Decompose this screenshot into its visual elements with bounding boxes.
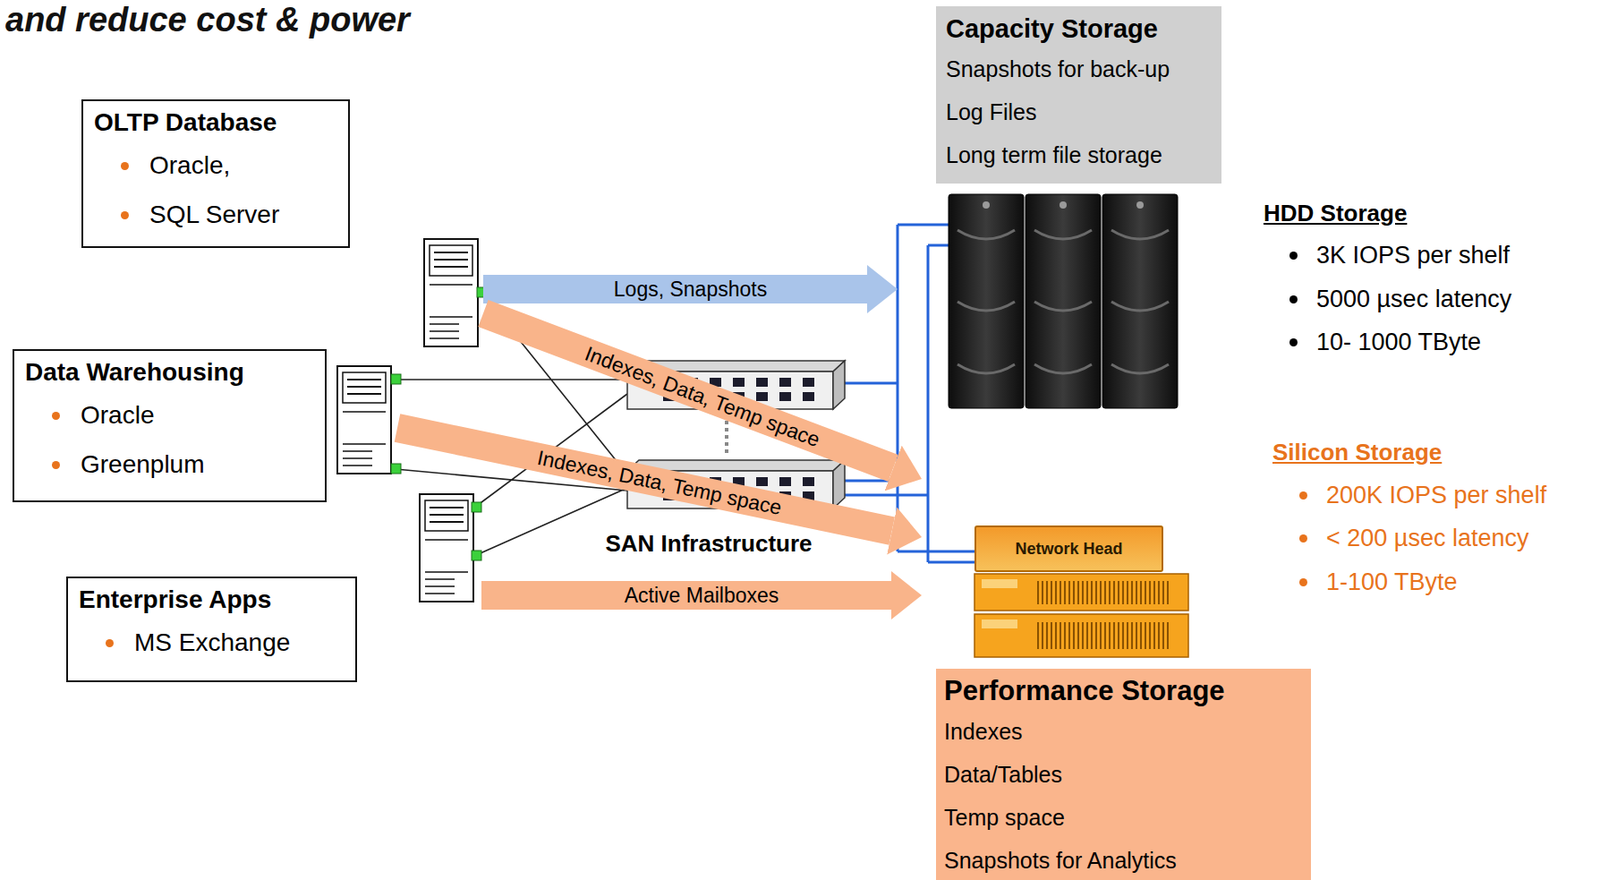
storage-tier: Capacity StorageSnapshots for back-upLog… bbox=[897, 6, 1222, 409]
list-item: SQL Server bbox=[93, 189, 336, 239]
label-holder: 1-100 TByte bbox=[1293, 567, 1458, 596]
rack-door-trim bbox=[957, 229, 1169, 374]
shelf-grille bbox=[1037, 580, 1172, 605]
box-heading: Data Warehousing bbox=[25, 354, 313, 391]
list-item: Oracle, bbox=[93, 140, 336, 190]
application-box: Enterprise AppsMS Exchange bbox=[66, 576, 358, 682]
application-group: Data WarehousingOracleGreenplum bbox=[12, 348, 398, 503]
spec-item: < 200 µsec latency bbox=[1293, 523, 1529, 553]
server-icon bbox=[337, 365, 392, 474]
port bbox=[471, 502, 482, 512]
performance-panel: Performance StorageIndexesData/TablesTem… bbox=[936, 668, 1311, 880]
box-heading: Network Head bbox=[1014, 539, 1123, 559]
flow-arrow bbox=[483, 274, 868, 304]
rack-cabinet bbox=[948, 194, 1024, 409]
server-icon bbox=[419, 493, 474, 602]
storage-shelf bbox=[974, 613, 1189, 657]
list-item: Snapshots for Analytics bbox=[944, 838, 1299, 880]
arrow-label: Active Mailboxes bbox=[624, 583, 780, 607]
label-holder: 3K IOPS per shelf bbox=[1284, 240, 1510, 270]
flow-arrow bbox=[481, 580, 892, 610]
box-heading: Capacity Storage bbox=[945, 9, 1209, 48]
storage-heading: Silicon Storage bbox=[1272, 437, 1442, 467]
arrow-label-holder: Logs, Snapshots bbox=[613, 277, 767, 301]
list-item: Snapshots for back-up bbox=[945, 47, 1209, 91]
rack-badge bbox=[982, 201, 990, 209]
storage-heading: HDD Storage bbox=[1263, 198, 1407, 228]
rack-badge bbox=[1136, 201, 1144, 209]
shelf-plate bbox=[981, 619, 1018, 629]
title-holder: and reduce cost & power bbox=[5, 0, 410, 40]
network-head-box: Network Head bbox=[974, 525, 1164, 572]
label-holder: 10- 1000 TByte bbox=[1284, 327, 1481, 357]
list-item: Oracle bbox=[25, 390, 313, 440]
capacity-panel: Capacity StorageSnapshots for back-upLog… bbox=[936, 6, 1222, 184]
box-heading: Performance Storage bbox=[944, 672, 1299, 710]
list-item: Log Files bbox=[945, 90, 1209, 134]
application-group: Enterprise AppsMS Exchange bbox=[66, 493, 482, 682]
hdd-rack bbox=[948, 194, 1178, 409]
rack-cabinet bbox=[1025, 194, 1101, 409]
label-holder: 200K IOPS per shelf bbox=[1293, 480, 1547, 510]
rack-badge bbox=[1059, 201, 1067, 209]
port bbox=[391, 463, 401, 474]
arrow-label-holder: Indexes, Data, Temp space bbox=[581, 340, 824, 452]
shelf-grille bbox=[1037, 621, 1172, 649]
label-holder: 5000 µsec latency bbox=[1284, 284, 1512, 314]
application-box: OLTP DatabaseOracle,SQL Server bbox=[81, 99, 350, 248]
list-item: Greenplum bbox=[25, 439, 313, 489]
port bbox=[391, 374, 401, 384]
label-holder: < 200 µsec latency bbox=[1293, 523, 1529, 553]
spec-item: 1-100 TByte bbox=[1293, 567, 1458, 596]
label-holder: HDD Storage bbox=[1263, 198, 1407, 228]
arrow-label: Indexes, Data, Temp space bbox=[581, 340, 824, 452]
port bbox=[471, 550, 482, 561]
arrow-label: Indexes, Data, Temp space bbox=[535, 445, 784, 520]
list-item: MS Exchange bbox=[78, 617, 343, 667]
list-item: Indexes bbox=[944, 709, 1299, 753]
application-group: OLTP DatabaseOracle,SQL Server bbox=[81, 99, 484, 348]
shelf-body bbox=[974, 613, 1189, 657]
arrow-label-holder: Indexes, Data, Temp space bbox=[535, 445, 784, 520]
list-item: Temp space bbox=[944, 795, 1299, 839]
spec-item: 5000 µsec latency bbox=[1284, 284, 1512, 314]
box-heading: OLTP Database bbox=[93, 104, 336, 141]
slide-title: and reduce cost & power bbox=[5, 0, 410, 40]
arrow-label: Logs, Snapshots bbox=[613, 277, 767, 301]
shelf-body bbox=[974, 573, 1189, 611]
arrow-label-holder: Active Mailboxes bbox=[624, 583, 780, 607]
infrastructure-label: SAN Infrastructure bbox=[604, 528, 812, 558]
rack-cabinet bbox=[1102, 194, 1178, 409]
spec-item: 10- 1000 TByte bbox=[1284, 327, 1481, 357]
shelf-plate bbox=[981, 578, 1018, 588]
list-item: Data/Tables bbox=[944, 752, 1299, 796]
application-box: Data WarehousingOracleGreenplum bbox=[12, 348, 327, 503]
label-holder: Silicon Storage bbox=[1272, 437, 1442, 467]
label-holder: SAN Infrastructure bbox=[604, 528, 812, 558]
spec-item: 3K IOPS per shelf bbox=[1284, 240, 1510, 270]
server-icon bbox=[424, 238, 478, 347]
box-heading: Enterprise Apps bbox=[78, 581, 343, 618]
storage-shelf bbox=[974, 573, 1189, 611]
list-item: Long term file storage bbox=[945, 133, 1209, 177]
spec-item: 200K IOPS per shelf bbox=[1293, 480, 1547, 510]
